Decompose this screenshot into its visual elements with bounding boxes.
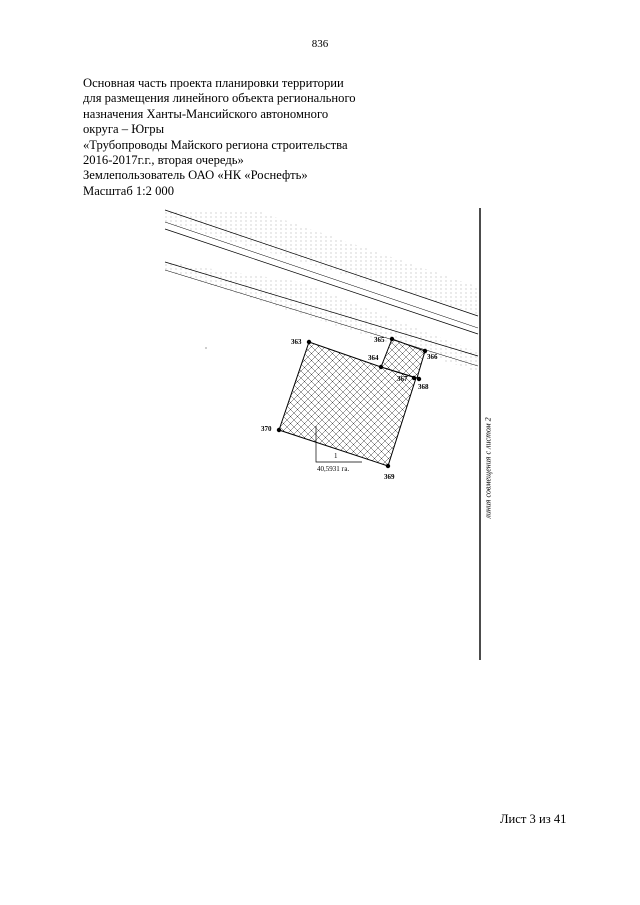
point-label-364: 364 (368, 354, 379, 362)
header-line: округа – Югры (83, 122, 165, 137)
land-parcel-main (278, 341, 417, 467)
point-label-365: 365 (374, 336, 385, 344)
map-speck (205, 347, 207, 349)
boundary-point-367 (411, 375, 417, 381)
document-header: Основная часть проекта планировки террит… (83, 76, 413, 199)
point-label-366: 366 (427, 353, 438, 361)
header-line: Основная часть проекта планировки террит… (83, 76, 344, 90)
page-number: 836 (311, 38, 329, 50)
boundary-point-369 (385, 463, 391, 469)
corridor-line (164, 221, 479, 329)
boundary-point-368 (416, 376, 422, 382)
boundary-point-365 (389, 336, 395, 342)
boundary-point-364 (378, 364, 384, 370)
point-label-367: 367 (397, 375, 408, 383)
point-label-370: 370 (261, 425, 272, 433)
point-label-363: 363 (291, 338, 302, 346)
boundary-point-366 (422, 348, 428, 354)
road-corridor-upper (165, 210, 478, 314)
parcel-number: 1 (334, 452, 338, 460)
header-line: Землепользователь ОАО «НК «Роснефть» (83, 168, 308, 183)
corridor-line (164, 228, 479, 335)
parcel-area: 40,5931 га. (317, 465, 349, 473)
sheet-number: Лист 3 из 41 (500, 812, 567, 826)
point-label-369: 369 (384, 473, 395, 481)
boundary-point-370 (276, 427, 282, 433)
scale-line: Масштаб 1:2 000 (83, 183, 175, 198)
point-label-368: 368 (418, 383, 429, 391)
parcel-leader-line (315, 426, 362, 463)
header-line: 2016-2017г.г., вторая очередь» (83, 153, 244, 168)
header-line: для размещения линейного объекта региона… (83, 91, 356, 106)
corridor-line (164, 209, 479, 317)
corridor-line (164, 261, 479, 357)
land-parcel-small (380, 338, 426, 379)
header-line: назначения Ханты-Мансийского автономного (83, 106, 329, 121)
boundary-point-363 (306, 339, 312, 345)
header-line: «Трубопроводы Майского региона строитель… (83, 137, 348, 152)
junction-line-label: линия совмещения с листом 2 (483, 417, 493, 519)
